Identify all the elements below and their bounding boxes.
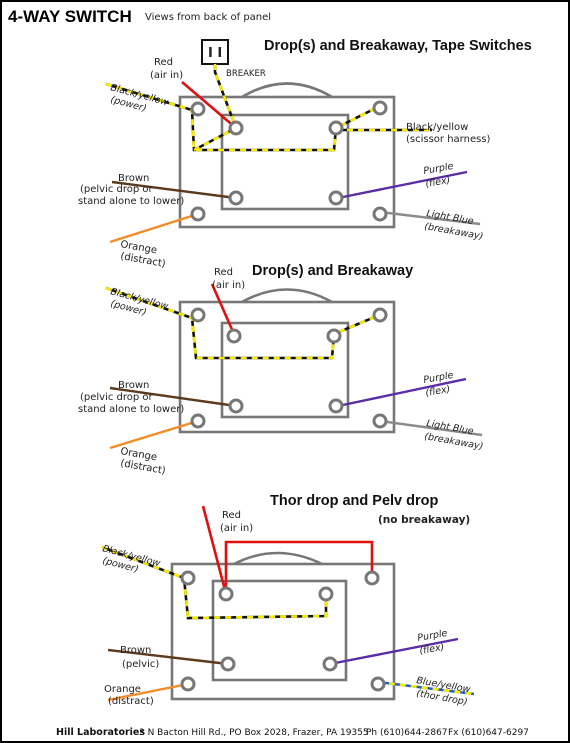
label-3-purple-sub: (flex)	[419, 642, 446, 657]
terminal-2-tl	[190, 307, 206, 323]
breaker-symbol-text: I I	[208, 46, 222, 61]
diagram-1: Drop(s) and Breakaway, Tape Switches I I…	[78, 38, 532, 270]
terminal-2-bl	[190, 413, 206, 429]
label-1-scissor-sub: (scissor harness)	[406, 134, 491, 145]
label-1-purple-sub: (flex)	[425, 175, 452, 190]
wire-blueyellow-3	[377, 680, 475, 696]
wire-purple-3	[329, 637, 459, 666]
diagram-2-heading: Drop(s) and Breakaway	[252, 263, 413, 279]
label-3-red: Red	[222, 510, 241, 521]
terminal-3-ibr	[322, 656, 338, 672]
panel-inner-1	[220, 113, 350, 211]
label-1-scissor: Black/yellow	[406, 122, 468, 133]
wire-lightblue-2	[379, 419, 483, 437]
label-1-red-sub: (air in)	[150, 70, 183, 81]
terminal-1-tr	[372, 100, 388, 116]
label-2-red: Red	[214, 267, 233, 278]
panel-outer-1	[178, 95, 396, 229]
panel-outer-3	[170, 562, 396, 701]
terminal-1-itl	[228, 120, 244, 136]
panel-hump-2	[241, 288, 333, 304]
label-1-brown-sub1: (pelvic drop or	[80, 184, 154, 195]
terminal-2-ibl	[228, 398, 244, 414]
wire-blackyellow-2	[105, 286, 383, 360]
terminal-1-ibr	[328, 190, 344, 206]
label-3-red-sub: (air in)	[220, 523, 253, 534]
wire-brown-2	[109, 386, 237, 408]
terminal-1-br	[372, 206, 388, 222]
wire-lightblue-1	[379, 210, 481, 226]
wire-brown-1	[111, 180, 237, 200]
wire-orange-1	[109, 212, 199, 244]
label-2-brown: Brown	[118, 380, 149, 391]
label-3-orange: Orange	[104, 684, 141, 695]
label-2-orange-sub: (distract)	[119, 458, 166, 477]
footer-fax: Fx (610)647-6297	[448, 728, 529, 738]
panel-inner-3	[211, 579, 348, 682]
terminal-1-tl	[190, 101, 206, 117]
label-3-brown: Brown	[120, 645, 151, 656]
terminal-1-itr	[328, 120, 344, 136]
wire-purple-2	[337, 377, 467, 408]
terminal-3-bl	[180, 676, 196, 692]
label-1-brown: Brown	[118, 173, 149, 184]
footer-address: 3 N Bacton Hill Rd., PO Box 2028, Frazer…	[139, 728, 369, 738]
panel-outer-2	[178, 300, 396, 434]
diagram-3: Thor drop and Pelv drop (no breakaway) R…	[101, 493, 475, 708]
label-3-purple: Purple	[417, 628, 449, 644]
label-3-brown-sub: (pelvic)	[122, 659, 159, 670]
terminal-2-ibr	[328, 398, 344, 414]
diagram-2: Drop(s) and Breakaway Red (air in) Black…	[78, 263, 484, 477]
diagram-3-subheading: (no breakaway)	[378, 514, 470, 526]
label-2-purple: Purple	[423, 370, 455, 386]
label-2-purple-sub: (flex)	[425, 384, 452, 399]
label-1-brown-sub2: stand alone to lower)	[78, 196, 184, 207]
terminal-2-tr	[372, 307, 388, 323]
wire-blackyellow-3	[101, 545, 328, 620]
wire-orange-2	[109, 419, 199, 450]
footer-phone: Ph (610)644-2867	[366, 728, 448, 738]
panel-hump-1	[241, 82, 333, 99]
label-1-purple: Purple	[423, 161, 455, 177]
terminal-2-itl	[226, 328, 242, 344]
panel-hump-3	[233, 551, 323, 566]
footer-company: Hill Laboratories	[56, 727, 145, 738]
wire-red-2	[210, 283, 236, 335]
label-3-orange-sub: (distract)	[108, 696, 154, 707]
wire-blackyellow-1	[105, 64, 432, 152]
terminal-3-ibl	[220, 656, 236, 672]
terminal-2-itr	[326, 328, 342, 344]
label-1-orange-sub: (distract)	[119, 251, 166, 270]
wire-red-3	[201, 505, 374, 595]
terminal-3-itl	[218, 586, 234, 602]
terminal-3-tr	[364, 570, 380, 586]
diagram-3-heading: Thor drop and Pelv drop	[270, 493, 439, 509]
panel-inner-2	[220, 321, 350, 419]
page-subtitle: Views from back of panel	[145, 12, 271, 23]
terminal-3-itr	[318, 586, 334, 602]
diagram-1-heading: Drop(s) and Breakaway, Tape Switches	[264, 38, 532, 54]
terminal-1-bl	[190, 206, 206, 222]
label-2-red-sub: (air in)	[212, 280, 245, 291]
wire-purple-1	[337, 170, 468, 200]
terminal-1-ibl	[228, 190, 244, 206]
terminal-3-br	[370, 676, 386, 692]
label-1-red: Red	[154, 57, 173, 68]
label-2-brown-sub2: stand alone to lower)	[78, 404, 184, 415]
wire-red-1	[181, 81, 237, 129]
terminal-2-br	[372, 413, 388, 429]
page-title: 4-WAY SWITCH	[8, 7, 132, 26]
wire-brown-3	[107, 648, 229, 666]
label-2-brown-sub1: (pelvic drop or	[80, 392, 154, 403]
breaker-label: BREAKER	[226, 69, 266, 79]
terminal-3-tl	[180, 570, 196, 586]
footer: Hill Laboratories 3 N Bacton Hill Rd., P…	[56, 727, 529, 738]
wire-orange-3	[107, 682, 189, 702]
